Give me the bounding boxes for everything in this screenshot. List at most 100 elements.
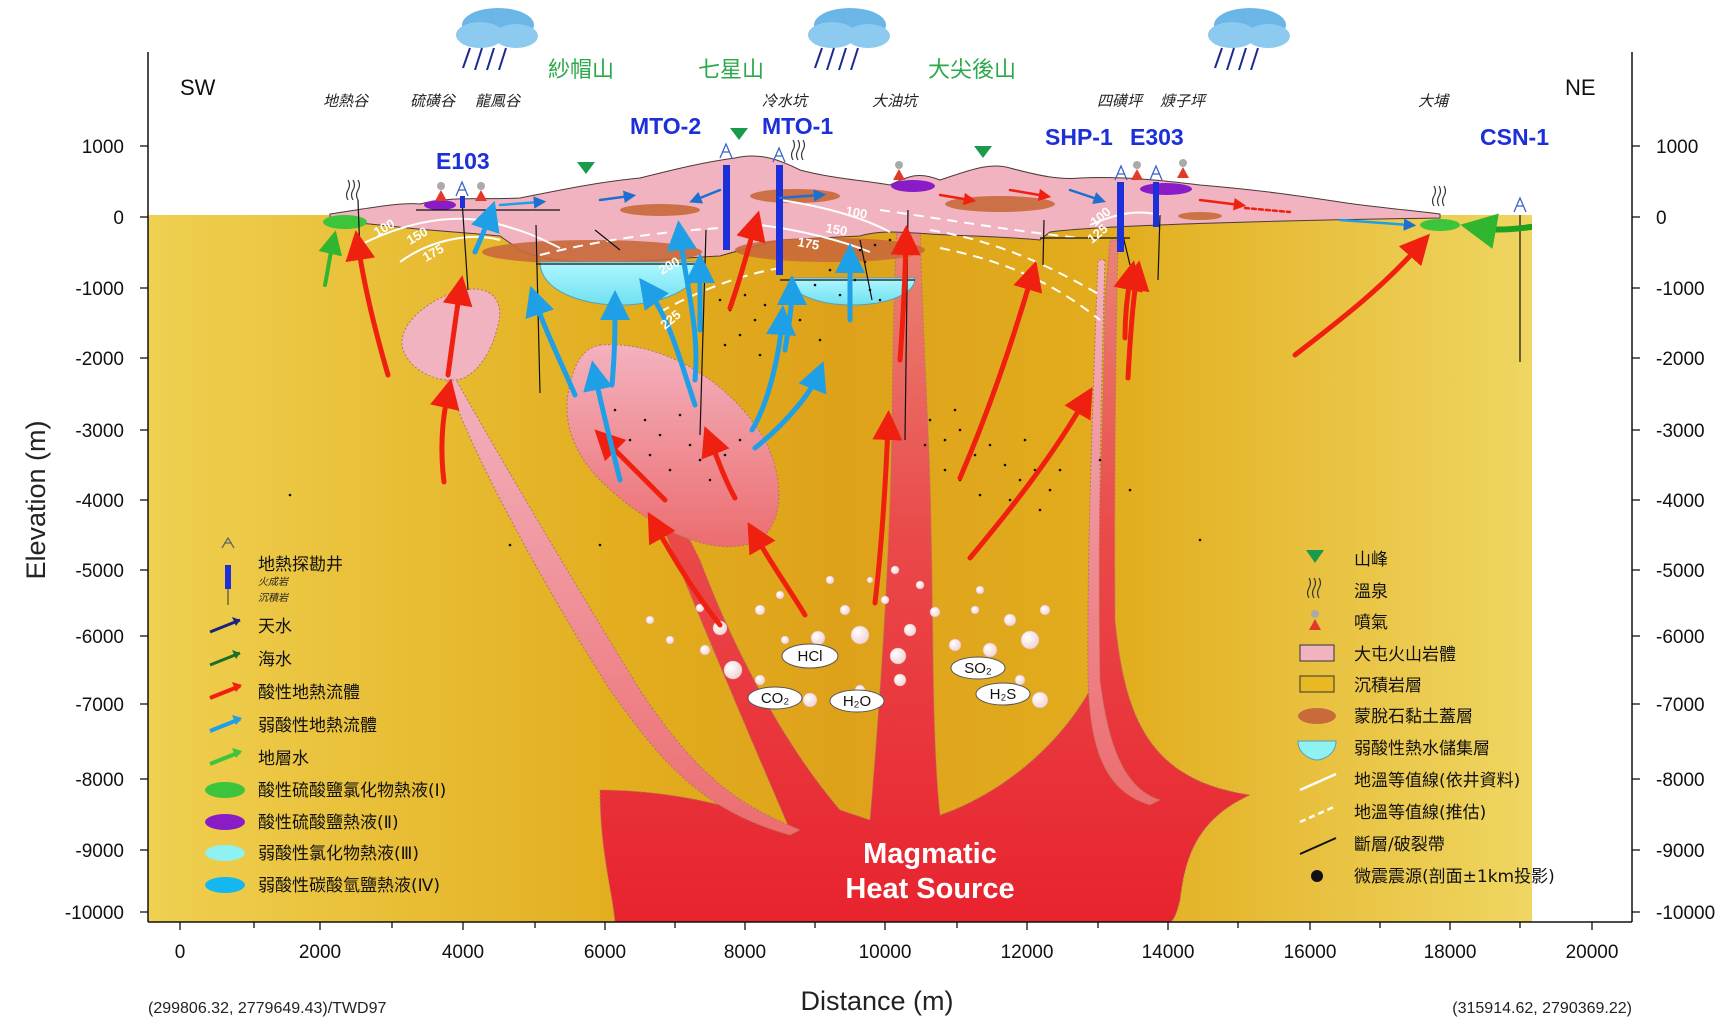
svg-text:8000: 8000 [724,942,766,963]
svg-text:-9000: -9000 [75,841,124,862]
legend-isotherm-measured [1299,772,1337,792]
peak-label: 大尖後山 [928,58,1016,83]
well-label: CSN-1 [1480,124,1549,150]
svg-text:-6000: -6000 [75,627,124,648]
gas-hcl-label: HCl [798,648,823,665]
rain-cloud-icon [456,8,538,71]
place-label: 大埔 [1418,92,1451,110]
magma-branch-left [445,377,802,836]
coord-left: (299806.32, 2779649.43)/TWD97 [148,1000,386,1017]
svg-text:-1000: -1000 [1656,279,1705,300]
svg-text:18000: 18000 [1424,942,1477,963]
legend-swatch-sediment [1299,675,1335,693]
peak-marker-icon [577,128,992,174]
legend-swatch-type2 [205,814,245,830]
drill-derrick-icon [455,142,1527,213]
sulfate-chloride-pocket-w [323,215,367,229]
svg-text:2000: 2000 [299,942,341,963]
isotherm-label: 175 [796,234,820,253]
y-tick-labels-left: 1000 0 -1000 -2000 -3000 -4000 -5000 -60… [65,137,124,924]
svg-text:-5000: -5000 [75,561,124,582]
legend-item-label: 天水 [258,617,292,637]
place-label: 大油坑 [872,92,919,110]
svg-text:-2000: -2000 [75,349,124,370]
magma-label-line2: Heat Source [845,873,1014,905]
y-axis-title: Elevation (m) [21,420,51,579]
sulfate-pocket-e [1140,183,1192,195]
peak-label: 紗帽山 [548,58,614,83]
svg-text:-5000: -5000 [1656,561,1705,582]
well-icon [225,565,231,589]
well-label: MTO-2 [630,113,701,139]
drill-derrick-icon [221,536,235,549]
svg-text:16000: 16000 [1284,942,1337,963]
hot-spring-icon [345,139,1447,207]
legend-arrow-weak-acidic [209,715,242,733]
svg-text:1000: 1000 [1656,137,1698,158]
legend-item-label: 溫泉 [1354,582,1388,602]
legend-item-label: 噴氣 [1354,613,1388,633]
legend-swatch-reservoir [1297,740,1337,761]
legend-swatch-type1 [205,782,245,798]
svg-text:20000: 20000 [1566,942,1619,963]
legend-item-label: 大屯火山岩體 [1354,645,1456,665]
legend-item-label: 酸性硫酸鹽熱液(Ⅱ) [258,813,399,833]
plot-frame [147,52,1633,923]
direction-ne: NE [1565,75,1596,100]
legend-item-label: 酸性地熱流體 [258,683,360,703]
svg-text:-3000: -3000 [75,421,124,442]
well-label: MTO-1 [762,113,833,139]
place-label: 四磺坪 [1097,92,1144,110]
legend-swatch-type3 [205,845,245,861]
groundwater-arrows [318,230,342,287]
well-label: E303 [1130,124,1184,150]
legend-item-label: 弱酸性地熱流體 [258,716,377,736]
exploration-wells [460,165,1159,275]
legend-fault [1299,837,1337,855]
well-label: SHP-1 [1045,124,1113,150]
surface-flow-arrows [498,188,1417,231]
legend-arrow-groundwater [209,748,242,766]
rain-cloud-icon [1208,8,1290,71]
legend-item-label: 酸性硫酸鹽氯化物熱液(Ⅰ) [258,781,446,801]
svg-text:-10000: -10000 [1656,903,1715,924]
legend-swatch-volcanic [1299,644,1335,662]
coord-right: (315914.62, 2790369.22) [1452,1000,1632,1017]
legend-item-label: 地溫等值線(推估) [1354,803,1486,823]
svg-text:1000: 1000 [82,137,124,158]
gas-so2-label: SO₂ [964,660,992,677]
legend-arrow-acidic [209,682,242,700]
svg-text:12000: 12000 [1001,942,1054,963]
legend-left: 地熱探勘井 火成岩 沉積岩 天水 海水 酸性地熱流體 弱酸性地熱流體 地層水 酸… [205,536,446,896]
svg-text:14000: 14000 [1142,942,1195,963]
svg-text:-8000: -8000 [1656,770,1705,791]
x-axis-title: Distance (m) [800,986,953,1016]
gas-h2o-label: H₂O [843,693,871,710]
legend-item-label: 海水 [258,650,292,670]
gas-bubbles [645,565,1051,709]
gas-co2-label: CO₂ [761,690,790,707]
peak-label: 七星山 [698,58,764,83]
svg-text:-4000: -4000 [75,491,124,512]
place-label: 硫磺谷 [410,92,457,110]
x-tick-labels: 0 2000 4000 6000 8000 10000 12000 14000 … [175,942,1619,963]
magma-branch-ne [1087,259,1162,806]
isotherm-label: 100 [844,203,868,222]
sulfate-pocket-c [891,180,935,192]
legend-microseismic-dot [1311,870,1323,882]
x-ticks [179,922,1593,930]
gas-labels: HCl CO₂ H₂O SO₂ H₂S [747,643,1031,713]
y-ticks-right [1632,145,1640,913]
svg-text:-6000: -6000 [1656,627,1705,648]
legend-swatch-clay [1298,708,1336,724]
svg-text:-10000: -10000 [65,903,124,924]
svg-text:-7000: -7000 [75,695,124,716]
legend-item-label: 弱酸性熱水儲集層 [1354,739,1490,759]
hot-spring-icon [1306,577,1322,599]
isotherm-label: 150 [824,220,848,239]
gas-h2s-label: H₂S [990,686,1017,703]
legend-item-label: 斷層/破裂帶 [1354,835,1445,855]
svg-text:-8000: -8000 [75,770,124,791]
legend-well-sub1: 火成岩 [258,576,289,588]
